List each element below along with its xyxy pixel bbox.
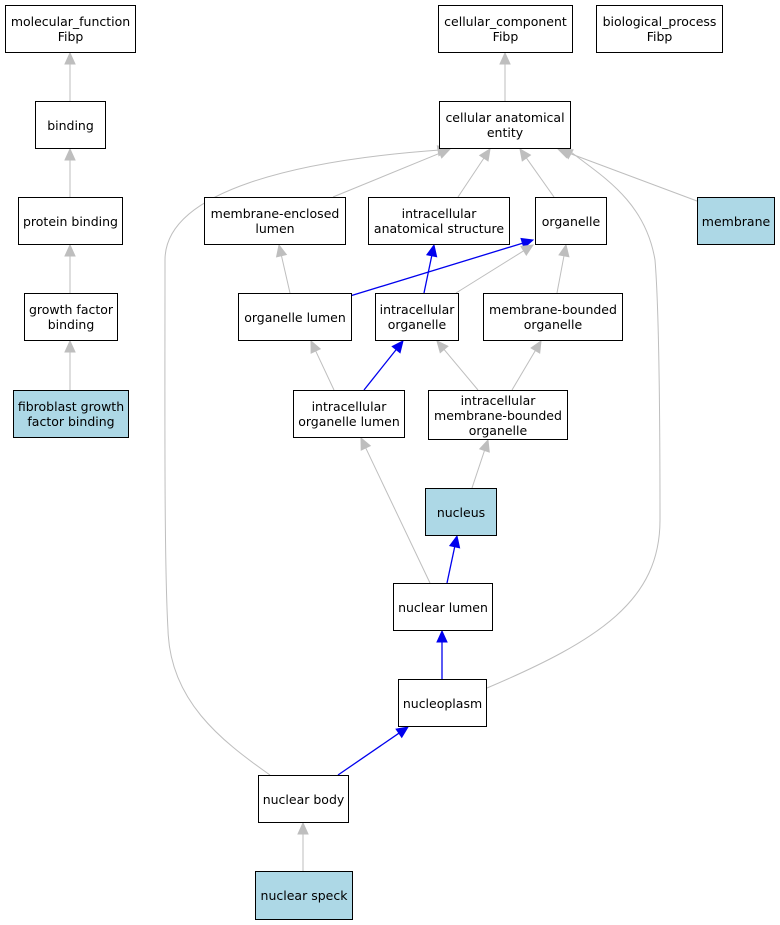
edge-organelle-lumen-to-membrane-enclosed-lumen <box>280 255 291 294</box>
edge-cellular-anatomical-entity-to-cellular-component-arrowhead <box>499 51 511 65</box>
node-protein-binding[interactable]: protein binding <box>18 197 123 245</box>
node-membrane-enclosed-lumen[interactable]: membrane-enclosed lumen <box>204 197 346 245</box>
node-organelle-lumen[interactable]: organelle lumen <box>238 293 352 341</box>
edge-nuclear-body-to-nucleoplasm-arrowhead <box>395 726 409 739</box>
edge-intracellular-membrane-bounded-organelle-to-membrane-bounded-organelle <box>511 350 536 391</box>
node-organelle[interactable]: organelle <box>535 197 607 245</box>
edge-organelle-to-cellular-anatomical-entity <box>525 157 555 198</box>
edge-nucleus-to-intracellular-membrane-bounded-organelle-arrowhead <box>478 438 490 453</box>
edge-intracellular-organelle-lumen-to-organelle-lumen <box>315 350 335 391</box>
edge-membrane-bounded-organelle-to-organelle-arrowhead <box>558 243 570 258</box>
edge-fibroblast-growth-factor-binding-to-growth-factor-binding-arrowhead <box>64 339 76 353</box>
node-nucleus[interactable]: nucleus <box>425 488 497 536</box>
edge-nucleoplasm-to-nuclear-lumen-arrowhead <box>436 629 448 643</box>
edge-nuclear-lumen-to-intracellular-organelle-lumen-arrowhead <box>360 436 372 451</box>
edge-nucleoplasm-to-cellular-anatomical-entity-arrowhead <box>559 148 574 160</box>
edge-intracellular-organelle-lumen-to-intracellular-organelle <box>363 349 397 391</box>
edge-intracellular-organelle-to-organelle <box>455 250 524 294</box>
edge-intracellular-organelle-lumen-to-intracellular-organelle-arrowhead <box>391 340 404 354</box>
edge-organelle-to-cellular-anatomical-entity-arrowhead <box>519 148 532 162</box>
edge-growth-factor-binding-to-protein-binding-arrowhead <box>64 243 76 257</box>
node-cellular-component[interactable]: cellular_component Fibp <box>438 5 573 53</box>
edge-organelle-lumen-to-organelle <box>349 242 523 297</box>
node-nuclear-lumen[interactable]: nuclear lumen <box>393 583 493 631</box>
edge-protein-binding-to-binding-arrowhead <box>64 147 76 161</box>
edge-organelle-lumen-to-organelle-arrowhead <box>520 237 535 249</box>
edge-binding-to-molecular-function-arrowhead <box>64 51 76 65</box>
node-intracellular-organelle-lumen[interactable]: intracellular organelle lumen <box>293 390 405 438</box>
edge-nuclear-lumen-to-nucleus-arrowhead <box>448 534 461 549</box>
edge-nucleoplasm-to-cellular-anatomical-entity <box>486 151 661 689</box>
node-intracellular-anatomical-structure[interactable]: intracellular anatomical structure <box>368 197 510 245</box>
edge-intracellular-membrane-bounded-organelle-to-membrane-bounded-organelle-arrowhead <box>530 339 542 354</box>
node-nucleoplasm[interactable]: nucleoplasm <box>398 679 487 727</box>
node-fibroblast-growth-factor-binding[interactable]: fibroblast growth factor binding <box>13 390 129 438</box>
edge-nuclear-body-to-cellular-anatomical-entity <box>164 149 441 776</box>
edge-intracellular-membrane-bounded-organelle-to-intracellular-organelle-arrowhead <box>436 340 449 354</box>
edge-nuclear-lumen-to-intracellular-organelle-lumen <box>365 447 431 584</box>
node-binding[interactable]: binding <box>35 101 106 149</box>
edge-intracellular-anatomical-structure-to-cellular-anatomical-entity <box>457 157 485 198</box>
edge-intracellular-organelle-to-intracellular-anatomical-structure <box>423 255 433 294</box>
edge-nuclear-lumen-to-nucleus <box>446 546 456 584</box>
node-intracellular-organelle[interactable]: intracellular organelle <box>375 293 459 341</box>
edge-intracellular-organelle-to-intracellular-anatomical-structure-arrowhead <box>425 243 438 258</box>
node-molecular-function[interactable]: molecular_function Fibp <box>5 5 136 53</box>
edge-membrane-enclosed-lumen-to-cellular-anatomical-entity <box>332 152 441 198</box>
node-cellular-anatomical-entity[interactable]: cellular anatomical entity <box>439 101 571 149</box>
node-biological-process[interactable]: biological_process Fibp <box>596 5 723 53</box>
node-membrane-bounded-organelle[interactable]: membrane-bounded organelle <box>483 293 623 341</box>
edge-nucleus-to-intracellular-membrane-bounded-organelle <box>471 450 485 489</box>
edge-nuclear-speck-to-nuclear-body-arrowhead <box>297 821 309 835</box>
node-growth-factor-binding[interactable]: growth factor binding <box>24 293 118 341</box>
node-intracellular-membrane-bounded-organelle[interactable]: intracellular membrane-bounded organelle <box>428 390 568 440</box>
node-nuclear-body[interactable]: nuclear body <box>258 775 349 823</box>
edge-intracellular-membrane-bounded-organelle-to-intracellular-organelle <box>443 349 479 391</box>
edge-membrane-bounded-organelle-to-organelle <box>556 255 565 294</box>
edge-nuclear-body-to-nucleoplasm <box>337 732 400 776</box>
edge-membrane-to-cellular-anatomical-entity <box>568 152 698 202</box>
edge-intracellular-organelle-to-organelle-arrowhead <box>520 244 535 256</box>
edge-organelle-lumen-to-membrane-enclosed-lumen-arrowhead <box>275 243 288 258</box>
edge-intracellular-organelle-lumen-to-organelle-lumen-arrowhead <box>310 339 322 354</box>
node-membrane[interactable]: membrane <box>697 197 775 245</box>
edge-intracellular-anatomical-structure-to-cellular-anatomical-entity-arrowhead <box>478 147 491 162</box>
node-nuclear-speck[interactable]: nuclear speck <box>255 871 353 920</box>
